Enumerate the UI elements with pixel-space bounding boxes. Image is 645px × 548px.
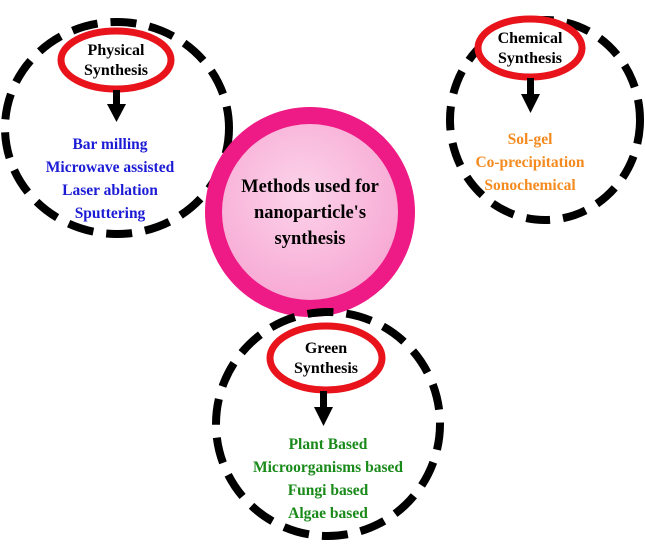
physical-group-border [1,18,233,238]
green-methods-list: Plant Based Microorganisms based Fungi b… [228,433,428,525]
chemical-title-line: Synthesis [497,50,563,67]
green-method-item: Microorganisms based [253,459,403,476]
green-arrow-icon [314,391,333,426]
green-title-line: Synthesis [293,360,359,377]
center-label-line: Methods used for [241,177,379,197]
physical-arrow-icon [107,90,126,122]
chemical-method-item: Sol-gel [507,131,553,148]
physical-method-item: Microwave assisted [45,159,175,176]
physical-method-item: Bar milling [72,136,148,153]
center-circle-fill [222,124,398,300]
chemical-title-ring [474,15,586,81]
green-method-item: Fungi based [287,482,369,499]
physical-method-item: Sputtering [74,205,146,222]
chemical-method-item: Co-precipitation [475,154,585,171]
physical-title-line: Physical [87,42,145,59]
physical-title-ring [57,27,175,93]
physical-methods-list: Bar milling Microwave assisted Laser abl… [10,133,210,225]
green-method-item: Algae based [288,505,368,522]
green-title: Green Synthesis [276,339,376,379]
physical-method-item: Laser ablation [62,182,158,199]
chemical-arrow-icon [521,78,540,113]
physical-title-line: Synthesis [83,62,149,79]
chemical-methods-list: Sol-gel Co-precipitation Sonochemical [440,128,620,197]
chemical-method-item: Sonochemical [484,177,576,194]
center-label-line: nanoparticle's [253,203,367,223]
green-title-line: Green [304,340,348,357]
green-group-border [212,308,444,540]
chemical-title: Chemical Synthesis [480,29,580,69]
physical-title: Physical Synthesis [66,41,166,81]
center-label: Methods used for nanoparticle's synthesi… [210,174,410,252]
green-title-ring [266,322,386,394]
center-label-line: synthesis [274,229,346,249]
green-method-item: Plant Based [288,436,368,453]
chemical-title-line: Chemical [497,30,563,47]
